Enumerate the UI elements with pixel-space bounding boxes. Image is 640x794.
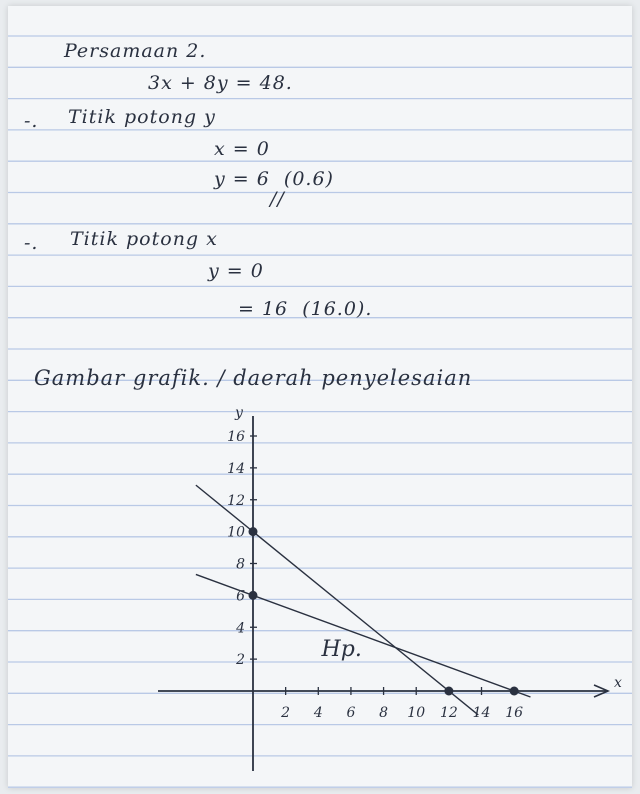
y-tick-label: 12 xyxy=(227,493,245,509)
bullet-dots-2: -. xyxy=(24,232,39,254)
x-axis-arrow xyxy=(593,684,611,698)
intercept-point xyxy=(509,686,519,696)
ruled-lines xyxy=(8,35,632,788)
equation-text: 3x + 8y = 48. xyxy=(148,72,293,94)
x-axis-label: x xyxy=(614,675,622,691)
x-tick-label: 12 xyxy=(440,705,458,721)
x-intercept-step1: y = 0 xyxy=(208,260,264,282)
x-intercept-step2: = 16 (16.0). xyxy=(238,298,373,320)
graph-lines xyxy=(195,484,531,716)
y-tick-label: 4 xyxy=(235,620,245,636)
y-intercept-title: Titik potong y xyxy=(68,106,216,128)
x-tick-label: 16 xyxy=(505,705,523,721)
y-intercept-step2: y = 6 (0.6) xyxy=(214,168,334,190)
graph-points xyxy=(248,527,519,696)
constraint-line-2 xyxy=(195,573,531,698)
y-tick-label: 6 xyxy=(236,588,245,604)
x-axis-ticks: 2 4 6 8 10 12 14 16 xyxy=(280,687,523,721)
double-slash-mark: // xyxy=(270,188,285,210)
x-tick-label: 14 xyxy=(473,705,491,721)
y-axis-label: y xyxy=(234,405,244,421)
graph-heading: Gambar grafik. / daerah penyelesaian xyxy=(34,366,473,390)
bullet-dots-1: -. xyxy=(24,110,39,132)
y-tick-label: 10 xyxy=(227,525,245,541)
y-tick-label: 16 xyxy=(227,429,245,445)
x-tick-label: 8 xyxy=(379,705,388,721)
constraint-line-1 xyxy=(195,484,479,716)
y-tick-label: 14 xyxy=(227,461,245,477)
x-intercept-title: Titik potong x xyxy=(70,228,218,250)
y-intercept-step1: x = 0 xyxy=(214,138,270,160)
x-tick-label: 2 xyxy=(280,705,290,721)
y-tick-label: 8 xyxy=(236,557,245,573)
intercept-point xyxy=(248,527,258,537)
intercept-point xyxy=(444,686,454,696)
solution-graph: 2 4 6 8 10 12 14 16 2 4 6 8 10 12 14 16 Hp. y x xyxy=(158,405,622,771)
intercept-point xyxy=(248,590,258,600)
notebook-page: Persamaan 2. 3x + 8y = 48. -. Titik poto… xyxy=(8,6,632,788)
x-tick-label: 4 xyxy=(313,705,323,721)
y-axis-ticks: 2 4 6 8 10 12 14 16 xyxy=(227,429,257,668)
x-tick-label: 10 xyxy=(407,705,425,721)
y-tick-label: 2 xyxy=(235,652,245,668)
region-label-hp: Hp. xyxy=(321,637,362,662)
x-tick-label: 6 xyxy=(346,705,355,721)
heading-persamaan: Persamaan 2. xyxy=(64,40,207,62)
